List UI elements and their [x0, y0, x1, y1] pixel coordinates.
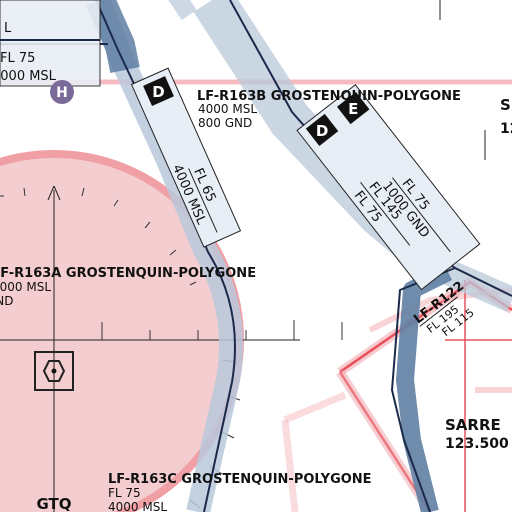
- r163b-label: LF-R163B GROSTENQUIN-POLYGONE 4000 MSL 8…: [197, 89, 461, 130]
- heliport-icon: H: [50, 80, 74, 104]
- navaid-ident: GTQ: [36, 495, 71, 512]
- r163a-name: LF-R163A GROSTENQUIN-POLYGONE: [0, 266, 256, 281]
- top-left-upper-limit: FL 75: [0, 51, 35, 66]
- r163c-lower: 4000 MSL: [108, 500, 167, 512]
- class-d-badge: [143, 76, 174, 106]
- r163c-label: LF-R163C GROSTENQUIN-POLYGONE FL 75 4000…: [108, 472, 372, 512]
- top-left-airspace-box: L FL 75 4000 MSL: [0, 0, 101, 87]
- sarre-name: SARRE: [445, 416, 501, 434]
- r163b-upper: 4000 MSL: [198, 102, 257, 116]
- tma-band-west: [86, 0, 244, 512]
- r163c-name: LF-R163C GROSTENQUIN-POLYGONE: [108, 472, 372, 487]
- r163a-upper: 4000 MSL: [0, 280, 51, 294]
- class-e-badge: [336, 92, 370, 125]
- r163a-label: LF-R163A GROSTENQUIN-POLYGONE 4000 MSL G…: [0, 266, 256, 308]
- top-left-lower-limit: 4000 MSL: [0, 69, 57, 84]
- sarre-frequency: 123.500: [445, 436, 509, 452]
- class-d-e-right-box: E D FL 75 1000 GND FL 145 FL 75: [296, 84, 481, 291]
- vor-icon: [34, 351, 74, 391]
- class-d-right-badge: [305, 113, 339, 146]
- svg-text:D: D: [152, 83, 164, 101]
- r163b-lower: 800 GND: [198, 116, 252, 130]
- r163c-upper: FL 75: [108, 486, 141, 500]
- top-left-partial-label: L: [4, 21, 12, 36]
- r163b-name: LF-R163B GROSTENQUIN-POLYGONE: [197, 89, 461, 104]
- svg-text:D: D: [316, 122, 328, 140]
- sarre-label: SARRE 123.500 S 12: [445, 96, 512, 452]
- tma-line-west: [95, 0, 236, 512]
- r163a-lower: GND: [0, 294, 14, 308]
- sarre-name-partial: S: [500, 96, 511, 114]
- svg-text:H: H: [56, 85, 68, 101]
- svg-text:E: E: [348, 100, 358, 118]
- sarre-frequency-partial: 12: [500, 121, 512, 137]
